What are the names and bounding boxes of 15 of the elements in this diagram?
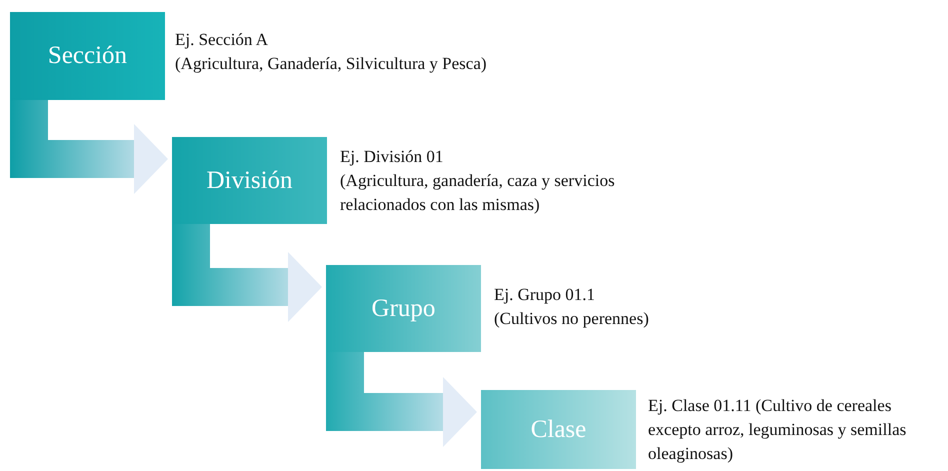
example-text: (Agricultura, ganadería, caza y servicios relacionados con las mismas) bbox=[340, 170, 616, 216]
example-text: Ej. Grupo 01.1 bbox=[494, 284, 596, 306]
level-name: División bbox=[206, 166, 293, 194]
level-name: Sección bbox=[48, 42, 128, 70]
example-text: Ej. Clase 01.11 (Cultivo de cereales excepto arroz, leguminosas y semillas oleaginosas) bbox=[648, 395, 908, 465]
level-box bbox=[172, 137, 327, 224]
level-box bbox=[10, 12, 165, 100]
level-name: Clase bbox=[530, 416, 586, 444]
example-text: (Agricultura, Ganadería, Silvicultura y Pesca) bbox=[175, 53, 488, 75]
example-text: Ej. División 01 bbox=[340, 146, 444, 168]
level-box bbox=[326, 265, 481, 352]
level-name: Grupo bbox=[372, 294, 436, 322]
example-text: (Cultivos no perennes) bbox=[494, 308, 650, 330]
example-text: Ej. Sección A bbox=[175, 29, 270, 51]
level-box bbox=[481, 390, 636, 469]
